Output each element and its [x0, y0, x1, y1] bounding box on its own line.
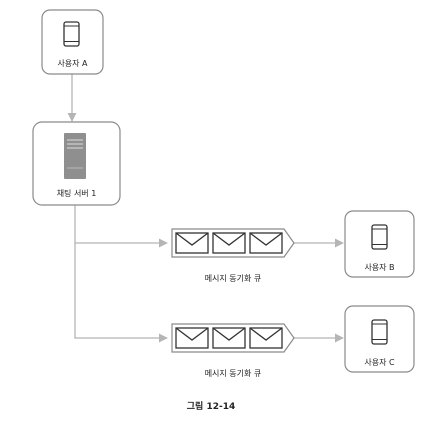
user-b-label: 사용자 B: [364, 263, 394, 272]
envelope-icon: [249, 232, 283, 254]
server-icon: [64, 133, 86, 179]
node-chat-server: 채팅 서버 1: [32, 121, 121, 206]
node-user-c: 사용자 C: [344, 305, 415, 373]
node-user-a: 사용자 A: [41, 9, 104, 75]
queue-2-label: 메시지 동기화 큐: [205, 369, 262, 378]
arrow-server-to-queue-1: [74, 205, 168, 248]
node-message-sync-queue-2: 메시지 동기화 큐: [171, 323, 295, 378]
queue-1-label: 메시지 동기화 큐: [205, 274, 262, 283]
envelope-icon: [175, 327, 209, 349]
figure-caption: 그림 12-14: [187, 400, 235, 412]
user-a-label: 사용자 A: [57, 59, 88, 68]
envelope-icon: [212, 327, 246, 349]
envelope-icon: [249, 327, 283, 349]
envelope-icon: [175, 232, 209, 254]
envelope-icon: [212, 232, 246, 254]
user-c-label: 사용자 C: [364, 358, 395, 367]
arrow-server-to-queue-2: [74, 243, 168, 343]
node-message-sync-queue-1: 메시지 동기화 큐: [171, 228, 295, 283]
connectors: [67, 74, 344, 343]
node-user-b: 사용자 B: [344, 210, 415, 278]
chat-server-label: 채팅 서버 1: [57, 188, 97, 198]
